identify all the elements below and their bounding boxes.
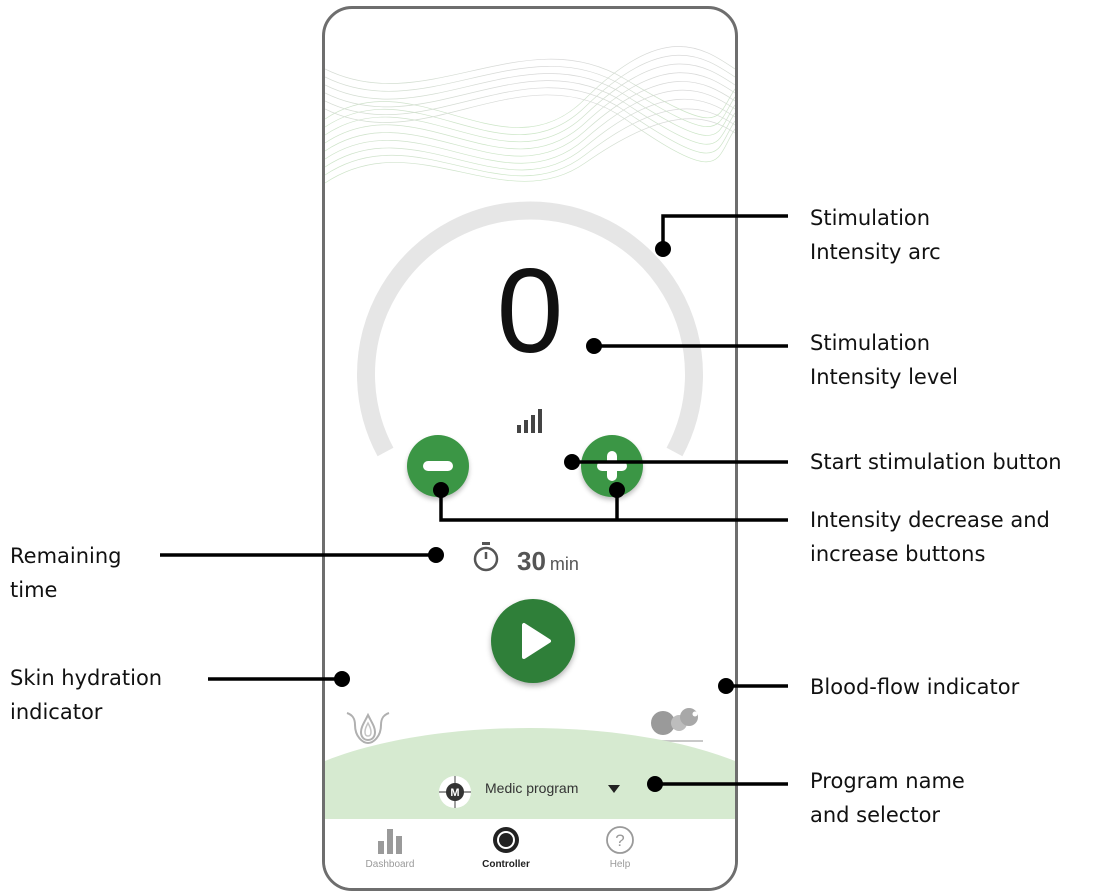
nav-tab-dashboard[interactable]: Dashboard (345, 825, 435, 870)
svg-text:?: ? (615, 831, 624, 850)
nav-tab-controller[interactable]: Controller (461, 825, 551, 870)
callout-blood-flow-line1: Blood-flow indicator (810, 675, 1020, 699)
intensity-decrease-button[interactable] (407, 435, 469, 497)
remaining-time-unit: min (549, 554, 579, 574)
callout-program-selector-line1: Program name (810, 769, 965, 793)
nav-label-dashboard: Dashboard (365, 859, 415, 870)
blood-flow-icon (647, 708, 703, 742)
caret-down-icon[interactable] (607, 784, 621, 794)
question-icon: ? (606, 826, 634, 854)
callout-skin-hydration-line1: Skin hydration (10, 666, 163, 690)
callout-intensity-buttons-line1: Intensity decrease and (810, 508, 1050, 532)
callout-intensity-level-line2: Intensity level (810, 365, 959, 389)
intensity-arc (357, 201, 703, 457)
callout-intensity-level: Stimulation Intensity level (810, 326, 958, 394)
callout-intensity-arc-line1: Stimulation (810, 206, 931, 230)
signal-bars-icon (517, 409, 542, 433)
callout-intensity-arc-line2: Intensity arc (810, 240, 941, 264)
intensity-increase-button[interactable] (581, 435, 643, 497)
callout-intensity-level-line1: Stimulation (810, 331, 931, 355)
callout-skin-hydration: Skin hydration indicator (10, 661, 162, 729)
callout-remaining-time: Remaining time (10, 539, 122, 607)
callout-intensity-buttons: Intensity decrease and increase buttons (810, 503, 1050, 571)
callout-intensity-arc: Stimulation Intensity arc (810, 201, 941, 269)
plus-icon (597, 451, 627, 481)
callout-program-selector-line2: and selector (810, 803, 941, 827)
callout-blood-flow: Blood-flow indicator (810, 670, 1019, 704)
callout-intensity-buttons-line2: increase buttons (810, 542, 986, 566)
nav-label-help: Help (609, 859, 631, 870)
play-icon (522, 623, 551, 659)
callout-remaining-time-line2: time (10, 578, 58, 602)
callout-remaining-time-line1: Remaining (10, 544, 122, 568)
skin-hydration-icon (346, 712, 390, 745)
program-logo-icon: M (439, 776, 471, 808)
minus-icon (423, 461, 453, 471)
callout-program-selector: Program name and selector (810, 764, 965, 832)
intensity-level-value: 0 (496, 244, 564, 378)
remaining-time-value: 30 (517, 546, 546, 576)
start-stimulation-button[interactable] (491, 599, 575, 683)
bottom-nav: Dashboard Controller ? Help (325, 819, 735, 888)
callout-start-button-line1: Start stimulation button (810, 450, 1062, 474)
nav-tab-help[interactable]: ? Help (575, 825, 665, 870)
callout-skin-hydration-line2: indicator (10, 700, 103, 724)
wave-decoration (325, 46, 735, 184)
bar-chart-icon (378, 829, 402, 854)
program-name[interactable]: Medic program (485, 780, 579, 796)
callout-start-button: Start stimulation button (810, 445, 1062, 479)
dial-icon (493, 827, 519, 853)
stopwatch-icon (473, 542, 499, 572)
nav-label-controller: Controller (482, 859, 530, 870)
program-logo-letter: M (450, 787, 459, 799)
program-band (325, 728, 735, 819)
